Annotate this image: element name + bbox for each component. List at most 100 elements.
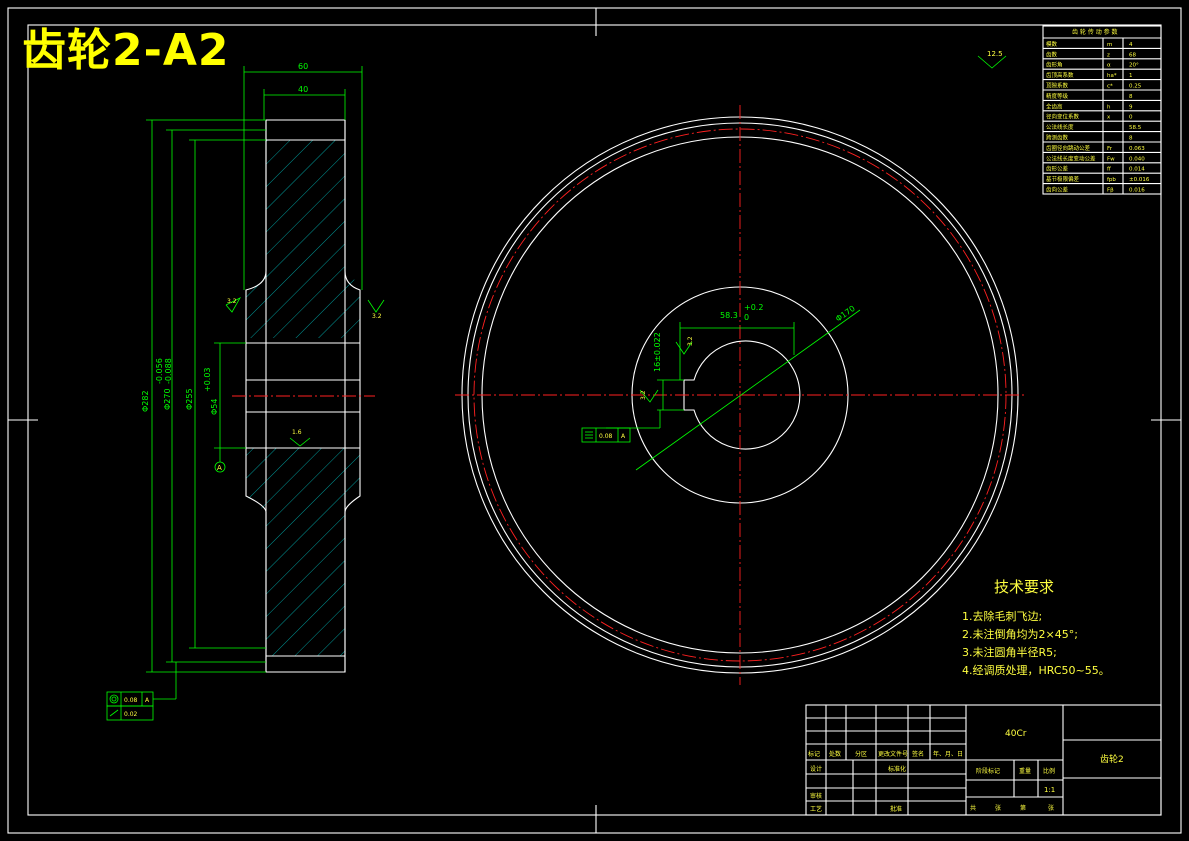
label-design: 设计 bbox=[810, 765, 822, 773]
param-value: 0.25 bbox=[1129, 84, 1142, 90]
dim-dia-282: Φ282 bbox=[141, 390, 150, 412]
symmetry-datum: A bbox=[621, 433, 626, 440]
roughness-symbols-section bbox=[225, 297, 385, 447]
label-sheet-no: 第 bbox=[1020, 804, 1026, 812]
width-dimension-lines bbox=[243, 66, 363, 290]
param-name: 模数 bbox=[1046, 40, 1058, 48]
param-symbol: z bbox=[1107, 52, 1110, 58]
label-process: 工艺 bbox=[810, 805, 822, 813]
label-approve: 批准 bbox=[890, 805, 902, 813]
param-name: 齿形角 bbox=[1046, 61, 1063, 69]
section-view: 60 40 Φ282 Φ270 -0.056 -0.088 Φ255 Φ54 +… bbox=[106, 62, 385, 721]
roughness-section-2: 3.2 bbox=[372, 313, 382, 320]
label-sheet: 张 bbox=[1048, 804, 1054, 812]
param-value: 0.016 bbox=[1129, 188, 1145, 194]
dim-width-40: 40 bbox=[298, 85, 308, 94]
hatch-area-bottom bbox=[246, 448, 360, 656]
parameter-table: 齿 轮 传 动 参 数 模数 m 4 齿数 z 68 齿形角 α 20° 齿顶高系数 ha* 1 顶隙系… bbox=[1042, 25, 1162, 195]
param-name: 全齿高 bbox=[1046, 102, 1063, 110]
param-value: 0 bbox=[1129, 115, 1133, 121]
param-symbol: x bbox=[1107, 115, 1111, 121]
param-symbol: c* bbox=[1107, 84, 1113, 90]
diameter-dimension-lines bbox=[146, 119, 266, 673]
param-value: 0.040 bbox=[1129, 156, 1145, 162]
param-value: 9 bbox=[1129, 104, 1133, 110]
dim-dia-270: Φ270 bbox=[163, 388, 172, 410]
param-value: 8 bbox=[1129, 136, 1133, 142]
label-stage-mark: 阶段标记 bbox=[976, 767, 1000, 775]
param-symbol: ha* bbox=[1107, 73, 1117, 79]
roughness-general: 12.5 bbox=[987, 50, 1003, 58]
title-block-scale: 1:1 bbox=[1044, 786, 1055, 794]
param-symbol: Fβ bbox=[1107, 188, 1114, 194]
datum-a-label: A bbox=[217, 464, 222, 472]
dim-dia-255: Φ255 bbox=[185, 388, 194, 410]
param-name: 径向变位系数 bbox=[1046, 113, 1080, 121]
param-symbol: α bbox=[1107, 63, 1111, 69]
param-symbol: h bbox=[1107, 104, 1111, 110]
param-value: 0.014 bbox=[1129, 167, 1145, 173]
param-value: 8 bbox=[1129, 94, 1133, 100]
roughness-section-1: 3.2 bbox=[227, 298, 237, 305]
label-mark: 标记 bbox=[808, 750, 820, 758]
param-name: 基节极限偏差 bbox=[1046, 175, 1080, 183]
dim-key-depth-tol: +0.2 bbox=[744, 303, 763, 312]
title-block-material: 40Cr bbox=[1005, 729, 1027, 739]
dim-key-depth-tol-lower: 0 bbox=[744, 313, 749, 322]
centering-marks bbox=[8, 8, 1181, 833]
front-dimension-lines bbox=[606, 55, 1007, 471]
tech-requirement-item: 4.经调质处理，HRC50~55。 bbox=[962, 664, 1110, 677]
symmetry-frame bbox=[581, 427, 631, 443]
parameter-table-title: 齿 轮 传 动 参 数 bbox=[1072, 28, 1118, 36]
dim-tol-270-lower: -0.088 bbox=[164, 358, 173, 384]
param-value: 1 bbox=[1129, 73, 1133, 79]
param-symbol: m bbox=[1107, 42, 1112, 48]
label-zone: 分区 bbox=[855, 750, 867, 758]
tech-requirement-item: 2.未注倒角均为2×45°; bbox=[962, 627, 1078, 641]
drawing-title: 齿轮2-A2 bbox=[22, 25, 230, 76]
front-view: 58.3 +0.2 0 16±0.022 Φ170 3.2 3.2 12.5 0… bbox=[455, 50, 1025, 685]
title-block-part-name: 齿轮2 bbox=[1100, 753, 1124, 765]
param-name: 顶隙系数 bbox=[1046, 82, 1069, 90]
dim-key-width: 16±0.022 bbox=[653, 332, 662, 372]
tech-requirements-title: 技术要求 bbox=[994, 578, 1054, 596]
param-name: 齿圈径向跳动公差 bbox=[1046, 144, 1091, 152]
label-sign: 签名 bbox=[912, 750, 924, 758]
label-sheets: 张 bbox=[995, 804, 1001, 812]
tech-requirements: 技术要求 1.去除毛刺飞边; 2.未注倒角均为2×45°; 3.未注圆角半径R5… bbox=[962, 578, 1110, 677]
param-name: 齿顶高系数 bbox=[1046, 71, 1074, 79]
param-value: 4 bbox=[1129, 42, 1133, 48]
param-name: 公法线长度 bbox=[1046, 123, 1074, 131]
label-review: 审核 bbox=[810, 792, 822, 800]
param-symbol: ff bbox=[1107, 167, 1111, 173]
flatness-value: 0.02 bbox=[124, 711, 138, 718]
dim-tol-270-upper: -0.056 bbox=[155, 358, 164, 384]
param-name: 精度等级 bbox=[1046, 92, 1069, 100]
tech-requirement-item: 3.未注圆角半径R5; bbox=[962, 645, 1057, 659]
param-name: 齿形公差 bbox=[1046, 165, 1069, 173]
param-symbol: Fr bbox=[1107, 146, 1113, 152]
param-name: 齿数 bbox=[1046, 50, 1058, 58]
param-value: 68 bbox=[1129, 52, 1136, 58]
dim-key-depth: 58.3 bbox=[720, 311, 738, 320]
dim-width-60: 60 bbox=[298, 62, 308, 71]
roughness-front-1: 3.2 bbox=[687, 336, 694, 346]
sheet-inner-border bbox=[27, 24, 1162, 816]
param-name: 公法线长度变动公差 bbox=[1046, 154, 1096, 162]
runout-value: 0.08 bbox=[124, 697, 138, 704]
title-block: 40Cr 齿轮2 1:1 标记 处数 分区 更改文件号 签名 年、月、日 设计 … bbox=[805, 704, 1162, 816]
label-total: 共 bbox=[970, 804, 976, 812]
runout-frame bbox=[106, 662, 177, 721]
runout-datum: A bbox=[145, 697, 150, 704]
label-change-doc: 更改文件号 bbox=[878, 750, 908, 758]
param-value: ±0.016 bbox=[1129, 177, 1150, 183]
dim-tol-bore: +0.03 bbox=[203, 367, 212, 392]
param-value: 58.5 bbox=[1129, 125, 1142, 131]
label-weight: 重量 bbox=[1019, 767, 1031, 775]
roughness-section-3: 1.6 bbox=[292, 429, 302, 436]
hatch-area-top bbox=[246, 140, 360, 338]
dim-dia-bore: Φ54 bbox=[210, 399, 219, 415]
bore-with-keyway bbox=[683, 340, 801, 450]
param-value: 20° bbox=[1129, 63, 1139, 69]
